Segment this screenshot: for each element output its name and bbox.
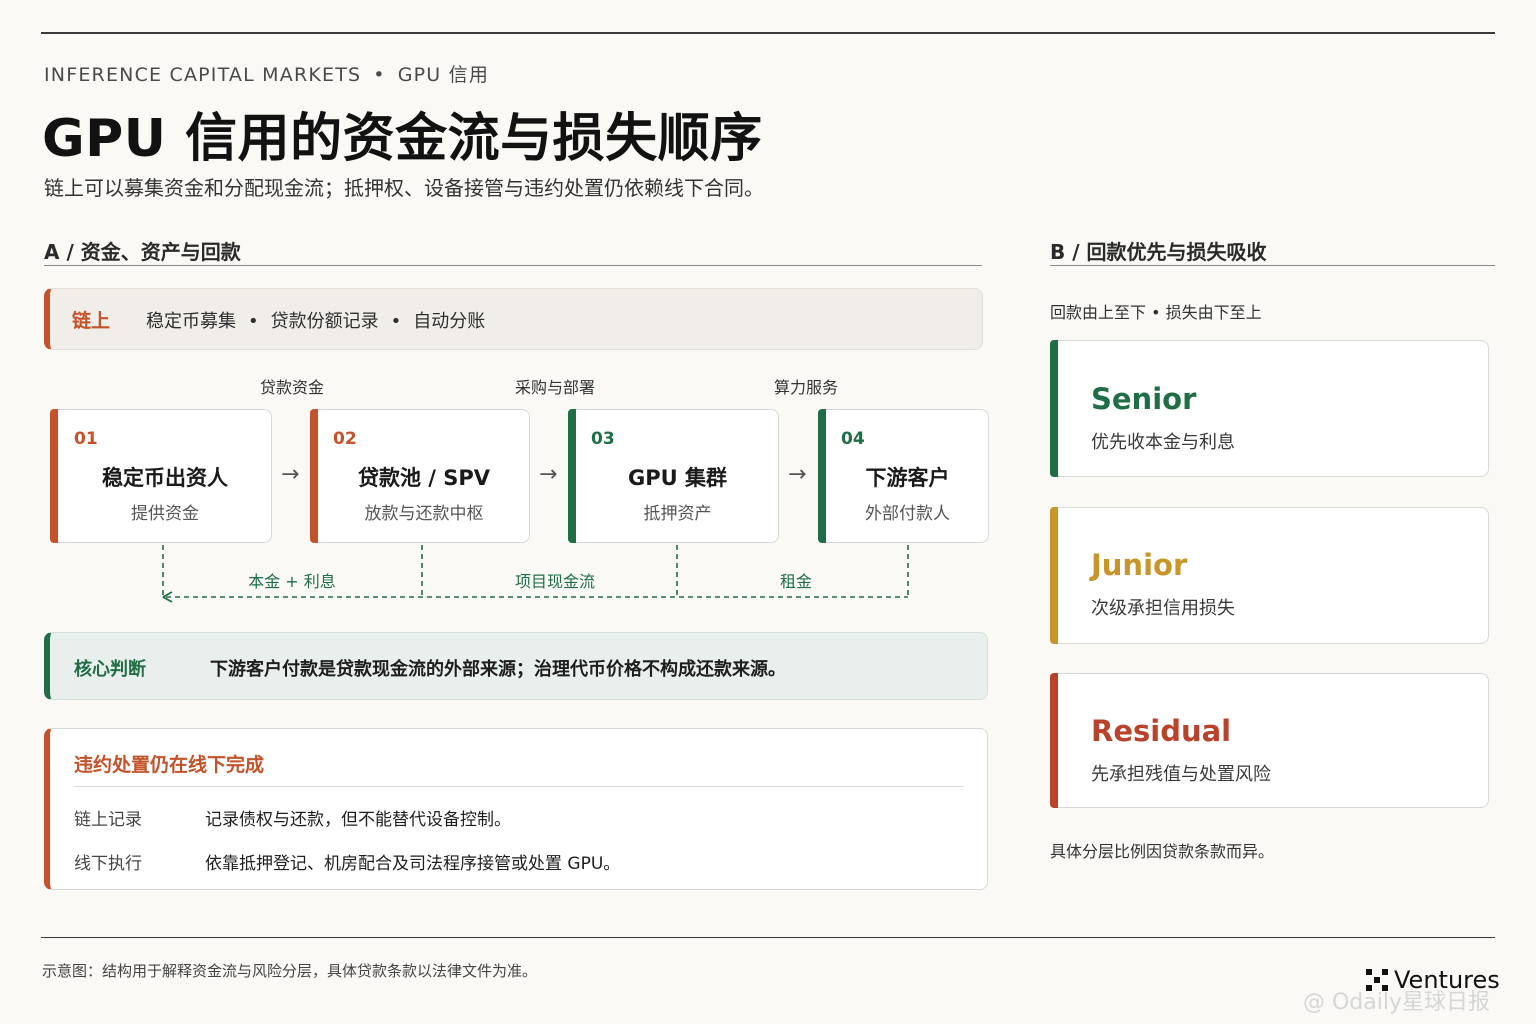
step-card-gpu-cluster	[568, 409, 779, 543]
flow-arrow-icon: →	[281, 462, 300, 487]
kicker-left: INFERENCE CAPITAL MARKETS	[44, 64, 362, 86]
step-card-customers	[818, 409, 989, 543]
flow-label-loan-funds: 贷款资金	[259, 378, 324, 397]
return-label-project-cashflow: 项目现金流	[514, 572, 595, 591]
onchain-item: 自动分账	[413, 311, 486, 332]
onchain-separator: •	[248, 311, 259, 332]
page-title: GPU 信用的资金流与损失顺序	[42, 109, 763, 169]
step-subtitle: 放款与还款中枢	[364, 504, 484, 524]
section-a-rule	[44, 265, 982, 266]
tranche-name: Senior	[1091, 382, 1197, 416]
step-subtitle: 外部付款人	[865, 504, 950, 524]
return-arrowhead-icon	[162, 591, 173, 603]
footer-disclaimer: 示意图：结构用于解释资金流与风险分层，具体贷款条款以法律文件为准。	[42, 962, 538, 980]
row-value-onchain: 记录债权与还款，但不能替代设备控制。	[205, 810, 511, 830]
step-number: 01	[74, 429, 98, 449]
step-accent-bar	[568, 409, 576, 543]
watermark: @ Odaily星球日报	[1303, 990, 1491, 1015]
tranche-name: Residual	[1091, 714, 1232, 748]
pixel-x-logo-icon	[1366, 969, 1388, 991]
core-judgement-text: 下游客户付款是贷款现金流的外部来源；治理代币价格不构成还款来源。	[210, 659, 786, 680]
tranche-accent-bar	[1050, 507, 1058, 644]
step-title: 稳定币出资人	[102, 466, 228, 490]
core-judgement-tag: 核心判断	[74, 659, 146, 680]
step-title: GPU 集群	[628, 466, 727, 490]
step-title: 下游客户	[865, 466, 950, 490]
bottom-rule	[41, 937, 1495, 938]
top-rule	[41, 32, 1495, 34]
tranche-card-senior	[1050, 340, 1489, 477]
tranche-footer-note: 具体分层比例因贷款条款而异。	[1050, 842, 1275, 861]
brand-logo: Ventures	[1366, 966, 1500, 994]
default-handling-divider	[74, 786, 964, 787]
section-b-heading: B / 回款优先与损失吸收	[1050, 240, 1267, 264]
waterfall-note: 回款由上至下 • 损失由下至上	[1050, 303, 1262, 322]
return-label-principal: 本金 + 利息	[248, 572, 336, 591]
step-number: 02	[333, 429, 357, 449]
tranche-card-residual	[1050, 673, 1489, 808]
page-subtitle: 链上可以募集资金和分配现金流；抵押权、设备接管与违约处置仍依赖线下合同。	[44, 176, 764, 200]
tranche-description: 优先收本金与利息	[1091, 432, 1235, 453]
onchain-items: 稳定币募集 • 贷款份额记录 • 自动分账	[146, 307, 485, 333]
flow-arrow-icon: →	[788, 462, 807, 487]
onchain-item: 稳定币募集	[146, 311, 236, 332]
section-b-rule	[1050, 265, 1495, 266]
default-handling-card	[44, 728, 988, 890]
section-a-heading: A / 资金、资产与回款	[44, 240, 241, 264]
onchain-banner	[44, 288, 983, 350]
onchain-item: 贷款份额记录	[270, 311, 379, 332]
kicker-separator: •	[373, 64, 386, 86]
step-card-investors	[50, 409, 272, 543]
tranche-accent-bar	[1050, 340, 1058, 477]
onchain-tag: 链上	[72, 310, 111, 332]
flow-label-compute-service: 算力服务	[773, 378, 838, 397]
step-accent-bar	[818, 409, 826, 543]
tranche-description: 先承担残值与处置风险	[1091, 764, 1271, 785]
step-accent-bar	[50, 409, 58, 543]
tranche-card-junior	[1050, 507, 1489, 644]
tranche-name: Junior	[1091, 548, 1188, 582]
kicker: INFERENCE CAPITAL MARKETS • GPU 信用	[44, 60, 489, 87]
step-number: 04	[841, 429, 865, 449]
flow-label-procurement: 采购与部署	[514, 378, 595, 397]
flow-arrow-icon: →	[539, 462, 558, 487]
tranche-accent-bar	[1050, 673, 1058, 808]
tranche-description: 次级承担信用损失	[1091, 598, 1235, 619]
step-title: 贷款池 / SPV	[357, 466, 491, 490]
brand-name: Ventures	[1394, 966, 1500, 994]
step-subtitle: 提供资金	[131, 504, 199, 524]
return-flow-lines	[162, 545, 909, 603]
onchain-separator: •	[390, 311, 402, 332]
core-judgement-banner	[44, 632, 988, 700]
row-value-offchain: 依靠抵押登记、机房配合及司法程序接管或处置 GPU。	[205, 854, 621, 874]
return-label-rent: 租金	[779, 572, 812, 591]
step-accent-bar	[310, 409, 318, 543]
row-key-onchain: 链上记录	[74, 810, 142, 830]
step-card-spv	[310, 409, 530, 543]
row-key-offchain: 线下执行	[74, 854, 142, 874]
kicker-right: GPU 信用	[397, 64, 490, 86]
step-subtitle: 抵押资产	[643, 504, 712, 524]
step-number: 03	[591, 429, 615, 449]
default-handling-title: 违约处置仍在线下完成	[74, 754, 265, 776]
